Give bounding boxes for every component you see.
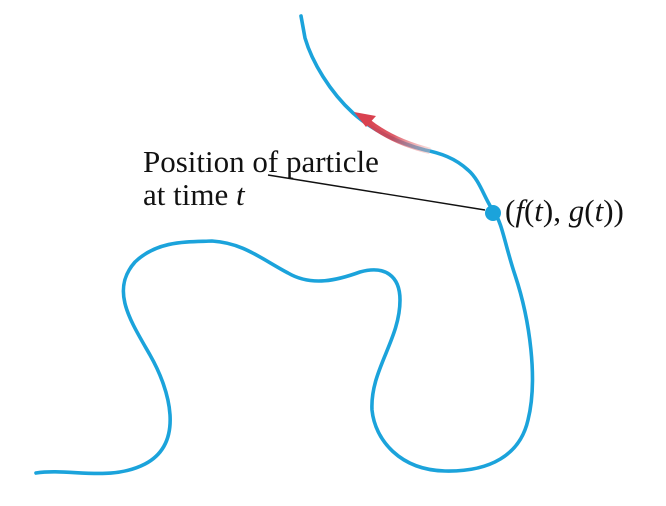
particle-path-curve bbox=[34, 14, 535, 476]
annotation-line-2: at time t bbox=[143, 177, 246, 212]
coord-close-1: ), bbox=[543, 193, 569, 228]
annotation-label: Position of particle at time t bbox=[143, 144, 387, 212]
coord-close-2: )) bbox=[603, 193, 624, 228]
point-coordinate-label: (f(t), g(t)) bbox=[505, 193, 624, 228]
annotation-line-2-prefix: at time bbox=[143, 177, 236, 212]
coord-paren-1: ( bbox=[524, 193, 534, 228]
annotation-time-variable: t bbox=[236, 177, 246, 212]
annotation-line-1: Position of particle bbox=[143, 144, 379, 179]
coord-g: g bbox=[569, 193, 585, 228]
particle-position-point bbox=[485, 205, 501, 221]
annotation-leader-line bbox=[267, 174, 486, 211]
direction-arrow-shaft bbox=[365, 119, 431, 155]
coord-paren-2: ( bbox=[584, 193, 594, 228]
coord-t-1: t bbox=[534, 193, 544, 228]
coord-open-paren: ( bbox=[505, 193, 515, 228]
direction-arrow-head bbox=[354, 112, 376, 127]
coord-t-2: t bbox=[595, 193, 605, 228]
